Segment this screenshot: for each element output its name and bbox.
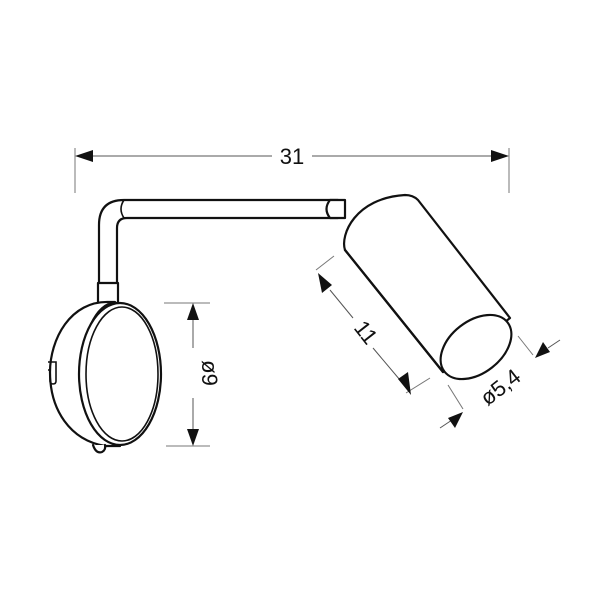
spotlight-cylinder [343, 193, 513, 381]
dimension-base-diameter: ø9 [164, 302, 222, 447]
dimension-label-spot-length: 11 [349, 316, 383, 349]
arrow-right-icon [491, 150, 509, 162]
arrow-up-icon [187, 303, 199, 320]
arrow-down-right-icon [398, 372, 411, 395]
arrow-down-icon [187, 429, 199, 446]
dimension-label-base-diameter: ø9 [197, 360, 222, 386]
lamp-arm [96, 198, 347, 305]
arrow-diag-up-icon [535, 342, 550, 358]
dimension-label-overall-width: 31 [280, 144, 304, 169]
dimension-overall-width: 31 [74, 144, 510, 193]
arrow-left-icon [75, 150, 93, 162]
arrow-up-left-icon [318, 273, 332, 293]
wall-base-disc [48, 300, 163, 454]
arrow-diag-down-icon [448, 412, 463, 428]
